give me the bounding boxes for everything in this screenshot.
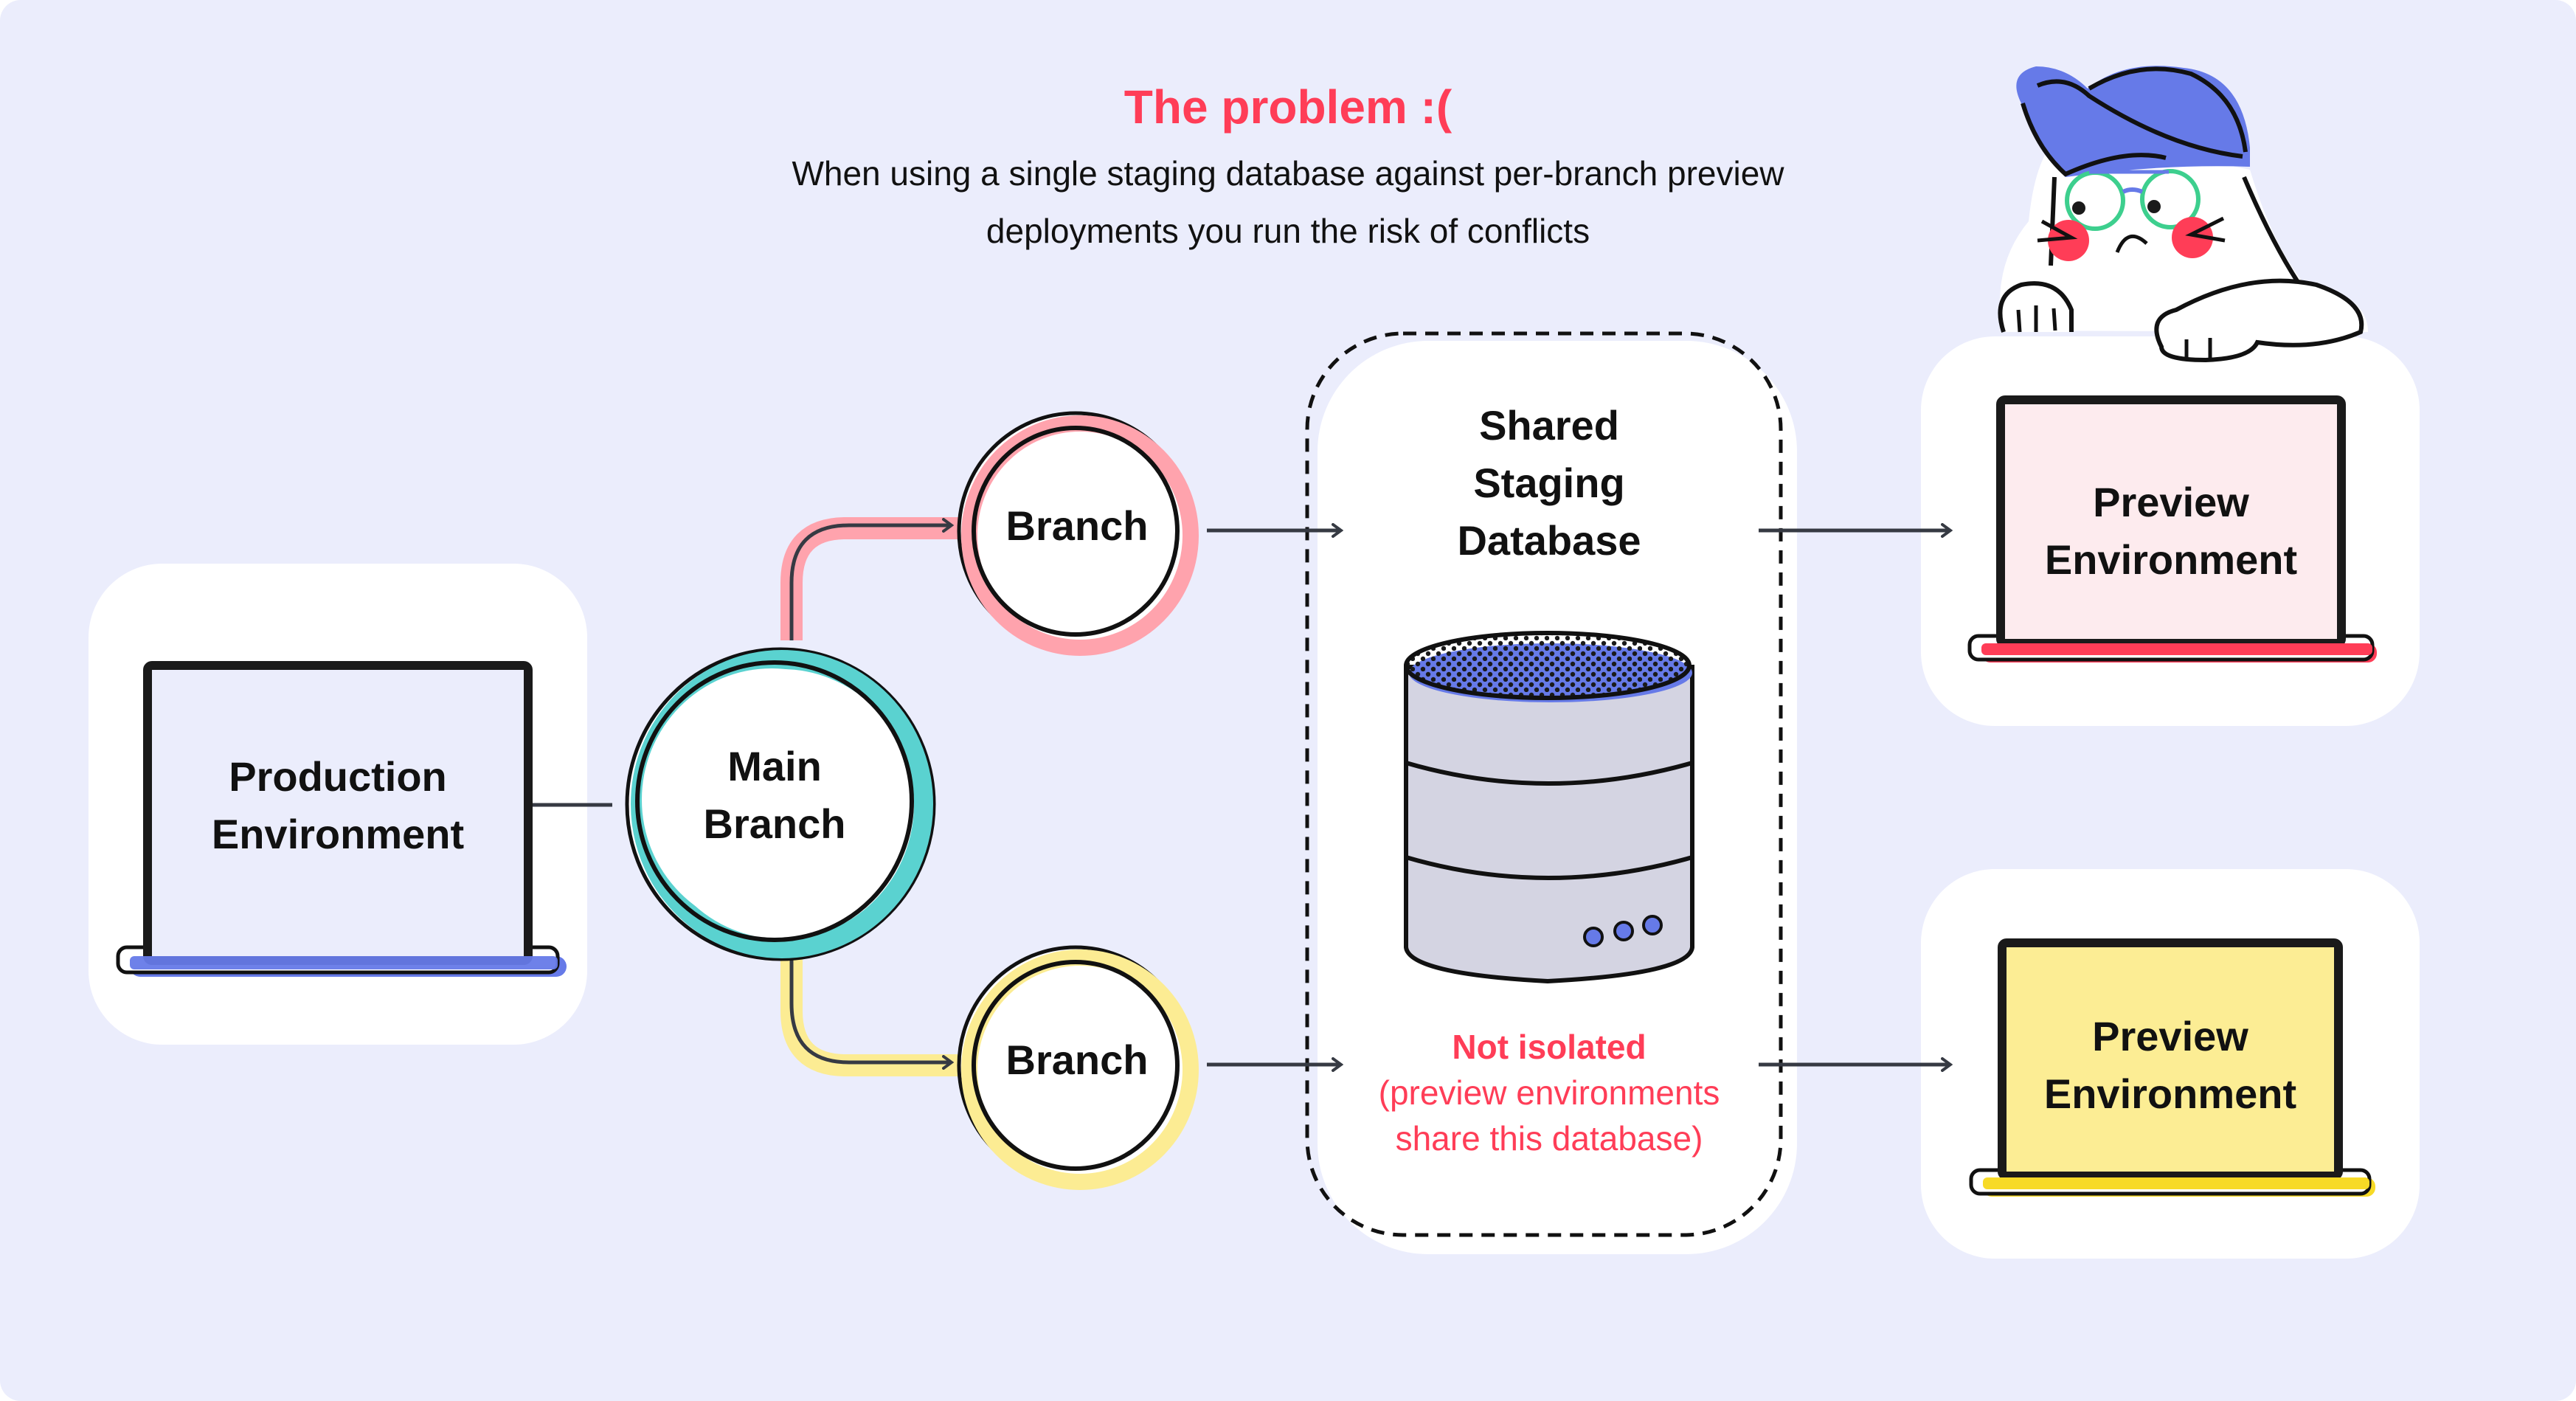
db-light-2 xyxy=(1613,921,1634,941)
connector-main-to-branch-top-highlight xyxy=(780,517,959,640)
main-branch-label-line-2: Branch xyxy=(703,800,846,847)
branch-top-node-graphic xyxy=(957,411,1199,656)
diagram-title: The problem :( xyxy=(1123,80,1453,134)
branch-top-label: Branch xyxy=(1005,502,1149,549)
preview-bottom-laptop-icon xyxy=(1969,938,2375,1197)
preview-top-label-line-2: Environment xyxy=(2044,536,2298,583)
diagram-subtitle: When using a single staging database aga… xyxy=(664,145,1912,260)
branch-bottom-node-graphic xyxy=(957,945,1199,1190)
database-cylinder-icon xyxy=(1404,631,1694,984)
connector-main-to-branch-top xyxy=(789,525,952,640)
warning-headline: Not isolated xyxy=(1452,1028,1647,1066)
subtitle-line-2: deployments you run the risk of conflict… xyxy=(986,212,1590,250)
database-label-line-2: Staging xyxy=(1473,460,1625,506)
preview-top-laptop-icon xyxy=(1967,395,2377,663)
production-label: Production Environment xyxy=(156,748,519,863)
preview-bottom-label-line-2: Environment xyxy=(2043,1070,2297,1117)
production-laptop-icon xyxy=(116,661,567,977)
production-label-line-1: Production xyxy=(229,753,447,800)
db-light-3 xyxy=(1642,915,1663,935)
preview-bottom-label-line-1: Preview xyxy=(2092,1013,2248,1059)
warning-detail-line-1: (preview environments xyxy=(1378,1073,1720,1112)
production-label-line-2: Environment xyxy=(211,811,465,857)
connector-main-to-branch-bottom xyxy=(789,952,952,1062)
branch-bottom-label: Branch xyxy=(1005,1037,1149,1083)
database-label-line-1: Shared xyxy=(1479,402,1619,449)
sad-mascot-icon xyxy=(1998,66,2368,363)
main-branch-label-line-1: Main xyxy=(727,743,822,789)
preview-top-label-line-1: Preview xyxy=(2093,479,2249,525)
db-light-1 xyxy=(1583,927,1604,947)
database-label-line-3: Database xyxy=(1457,517,1641,564)
not-isolated-warning: Not isolated (preview environments share… xyxy=(1335,1024,1763,1161)
preview-top-label: Preview Environment xyxy=(2001,474,2341,589)
database-label: Shared Staging Database xyxy=(1372,397,1726,570)
database-boundary-dashed xyxy=(1305,331,1783,1237)
main-branch-label: Main Branch xyxy=(664,738,885,853)
warning-detail-line-2: share this database) xyxy=(1395,1119,1703,1158)
main-branch-node-graphic xyxy=(625,647,936,961)
subtitle-line-1: When using a single staging database aga… xyxy=(792,154,1784,193)
preview-bottom-label: Preview Environment xyxy=(2002,1008,2338,1123)
connector-main-to-branch-bottom-highlight xyxy=(780,952,959,1076)
